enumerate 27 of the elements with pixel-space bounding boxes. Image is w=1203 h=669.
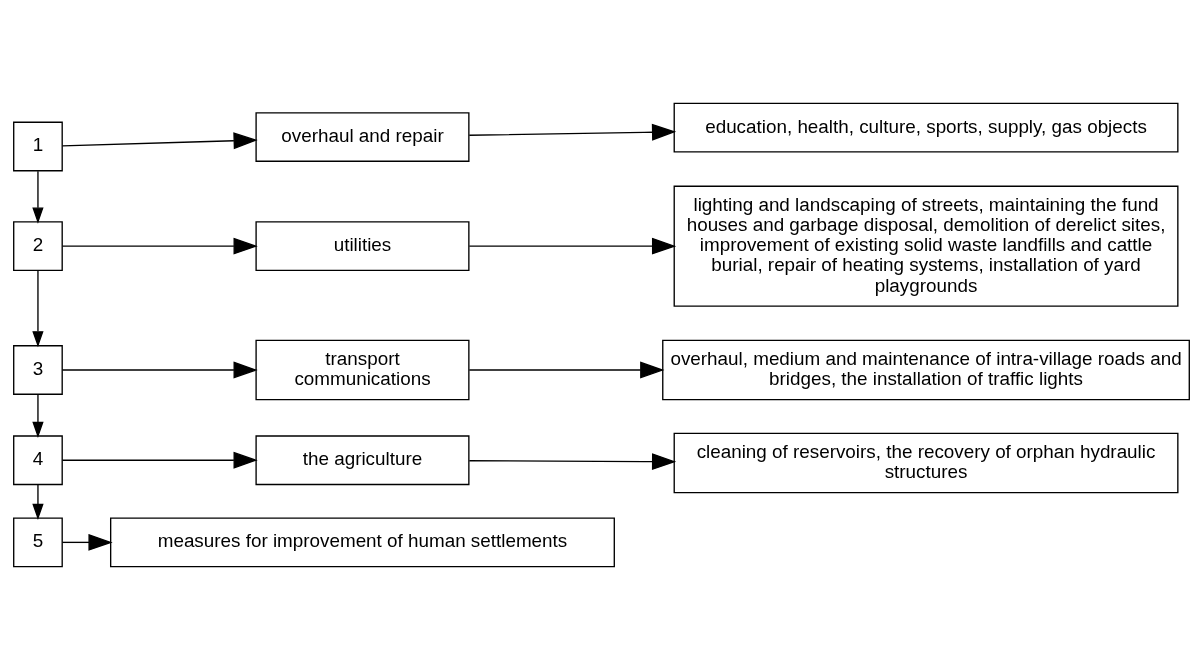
arrow — [61, 237, 258, 255]
node-box: utilities — [255, 220, 470, 271]
node-box: overhaul, medium and maintenance of intra-village roads and bridges, the installation of traffic lights — [662, 339, 1190, 400]
arrow — [61, 131, 258, 149]
arrow — [468, 237, 677, 255]
arrow — [468, 123, 677, 141]
arrow — [468, 452, 677, 470]
node-box: overhaul and repair — [255, 111, 470, 162]
arrow — [32, 169, 44, 224]
node-box: lighting and landscaping of streets, maintaining the fund houses and garbage disposal, demolition of derelict sites, improvement of existing solid waste landfills and cattle burial, repair of heating systems, installation of yard playgrounds — [673, 185, 1179, 307]
arrow — [32, 269, 44, 347]
node-box: cleaning of reservoirs, the recovery of orphan hydraulic structures — [673, 432, 1179, 493]
arrow — [61, 451, 258, 469]
node-box: measures for improvement of human settlements — [110, 516, 615, 567]
node-box: 1 — [13, 121, 63, 171]
arrow — [32, 483, 44, 520]
arrow — [61, 533, 113, 551]
node-box: the agriculture — [255, 434, 470, 485]
node-box: 4 — [13, 434, 63, 485]
node-box: education, health, culture, sports, supply, gas objects — [673, 102, 1179, 153]
node-box: 5 — [13, 516, 63, 567]
node-box: 3 — [13, 344, 63, 395]
node-box: transport communications — [255, 339, 470, 400]
node-box: 2 — [13, 220, 63, 271]
arrow — [32, 393, 44, 438]
arrow — [468, 361, 665, 378]
arrow — [61, 361, 258, 378]
